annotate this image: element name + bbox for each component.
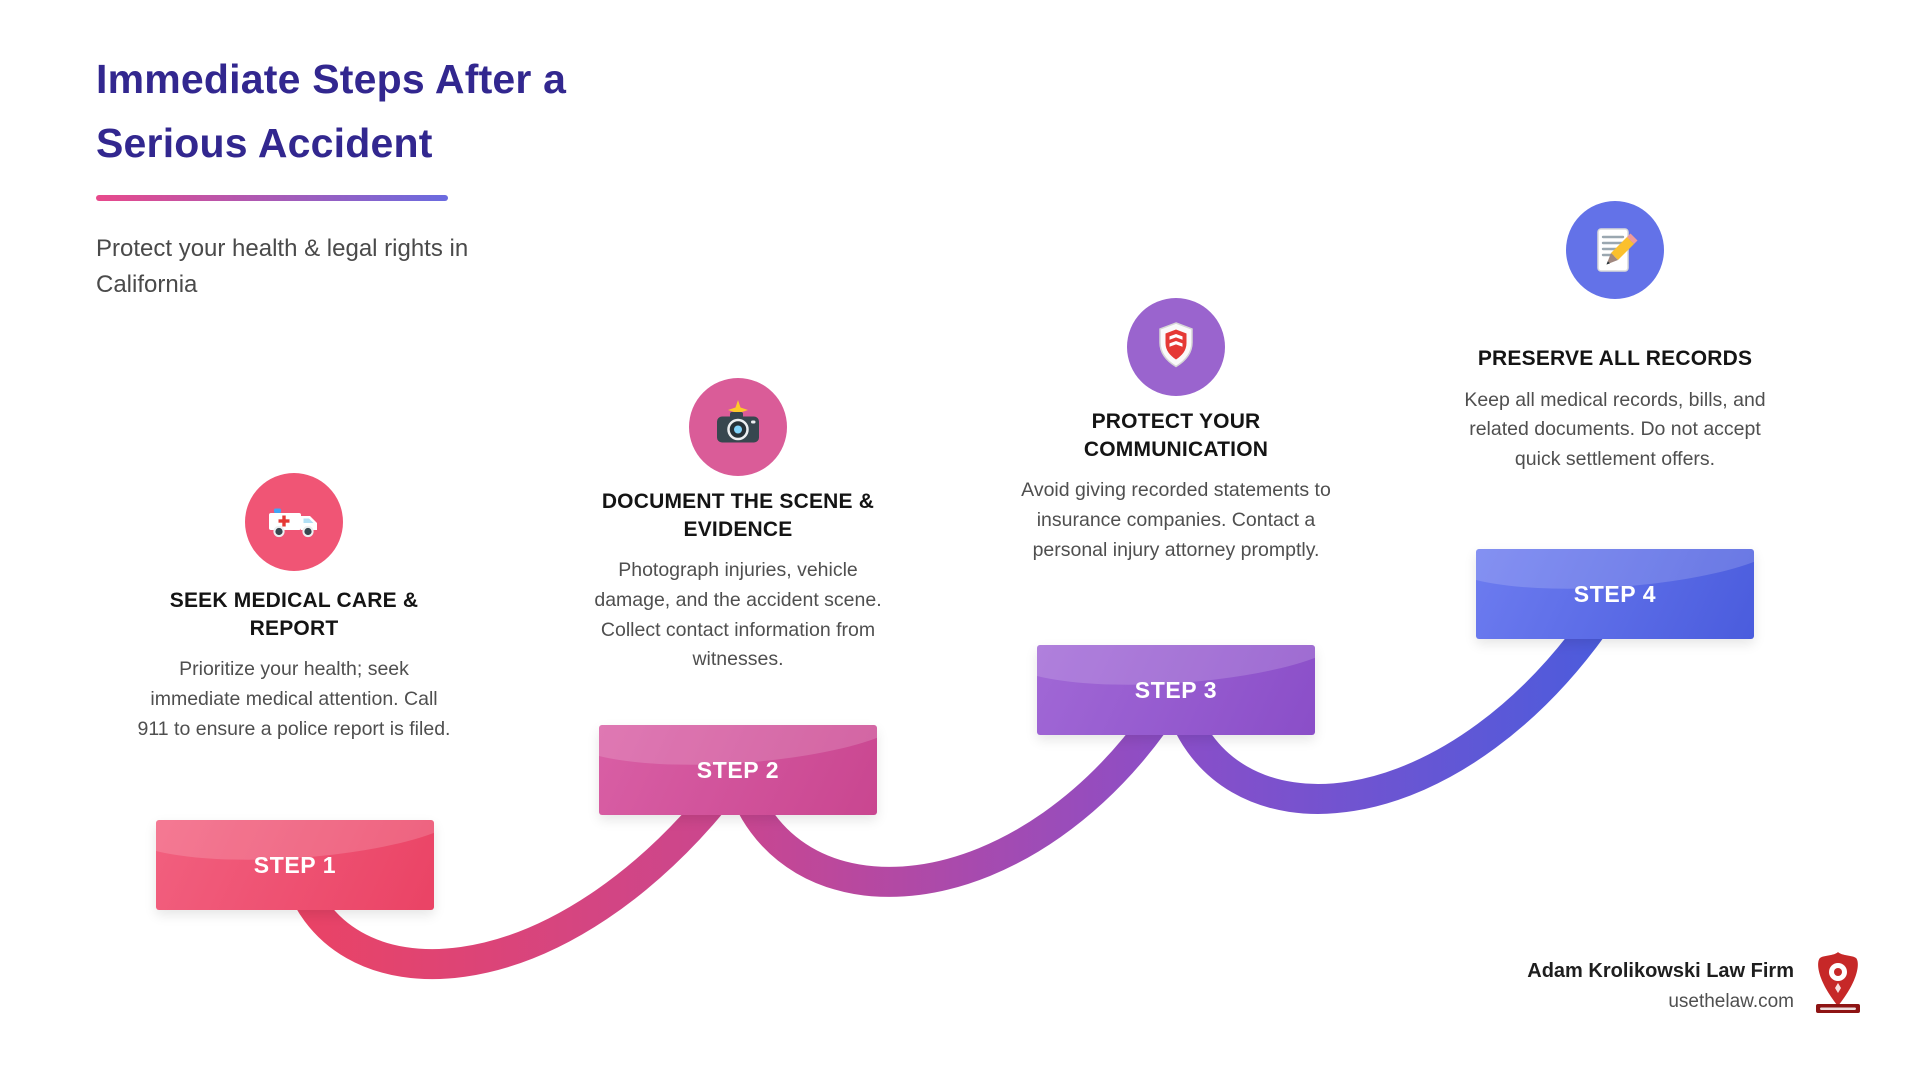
step-4-label: STEP 4	[1573, 580, 1657, 607]
page-subtitle: Protect your health & legal rights in Ca…	[96, 235, 469, 299]
curve-step3-step4	[1161, 579, 1630, 814]
firm-name: Adam Krolikowski Law Firm	[1527, 960, 1794, 982]
step-1-description: Prioritize your health; seek immediate m…	[137, 658, 451, 740]
page-title: Immediate Steps After a Serious Accident	[96, 56, 567, 166]
step-4: PRESERVE ALL RECORDS Keep all medical re…	[1445, 201, 1785, 475]
step-1: SEEK MEDICAL CARE & REPORT Prioritize yo…	[124, 473, 464, 744]
footer: Adam Krolikowski Law Firm usethelaw.com	[1527, 950, 1864, 1023]
curve-step2-step3	[723, 675, 1191, 897]
footer-text: Adam Krolikowski Law Firm usethelaw.com	[1527, 960, 1794, 1013]
camera-icon	[689, 378, 787, 476]
step-2: DOCUMENT THE SCENE & EVIDENCE Photograph…	[568, 378, 908, 675]
step-3-banner: STEP 3	[1037, 645, 1315, 735]
step-4-banner: STEP 4	[1476, 549, 1754, 639]
memo-pencil-icon	[1566, 201, 1664, 299]
ambulance-icon	[245, 473, 343, 571]
law-firm-logo	[1812, 950, 1864, 1023]
step-3: PROTECT YOUR COMMUNICATION Avoid giving …	[1006, 298, 1346, 565]
step-4-description: Keep all medical records, bills, and rel…	[1464, 388, 1766, 470]
step-2-label: STEP 2	[696, 756, 780, 783]
step-1-heading: SEEK MEDICAL CARE & REPORT	[169, 589, 419, 640]
accent-underline	[96, 195, 448, 202]
step-2-heading: DOCUMENT THE SCENE & EVIDENCE	[601, 490, 875, 541]
header: Immediate Steps After a Serious Accident…	[96, 48, 736, 303]
step-2-description: Photograph injuries, vehicle damage, and…	[594, 559, 882, 671]
step-1-label: STEP 1	[253, 851, 337, 878]
step-2-banner: STEP 2	[599, 725, 877, 815]
step-1-banner: STEP 1	[156, 820, 434, 910]
step-3-heading: PROTECT YOUR COMMUNICATION	[1083, 410, 1269, 461]
curve-step1-step2	[280, 755, 753, 980]
website-url: usethelaw.com	[1668, 991, 1794, 1012]
step-3-description: Avoid giving recorded statements to insu…	[1021, 479, 1331, 561]
shield-icon	[1127, 298, 1225, 396]
step-4-heading: PRESERVE ALL RECORDS	[1477, 347, 1753, 370]
step-3-label: STEP 3	[1134, 676, 1218, 703]
